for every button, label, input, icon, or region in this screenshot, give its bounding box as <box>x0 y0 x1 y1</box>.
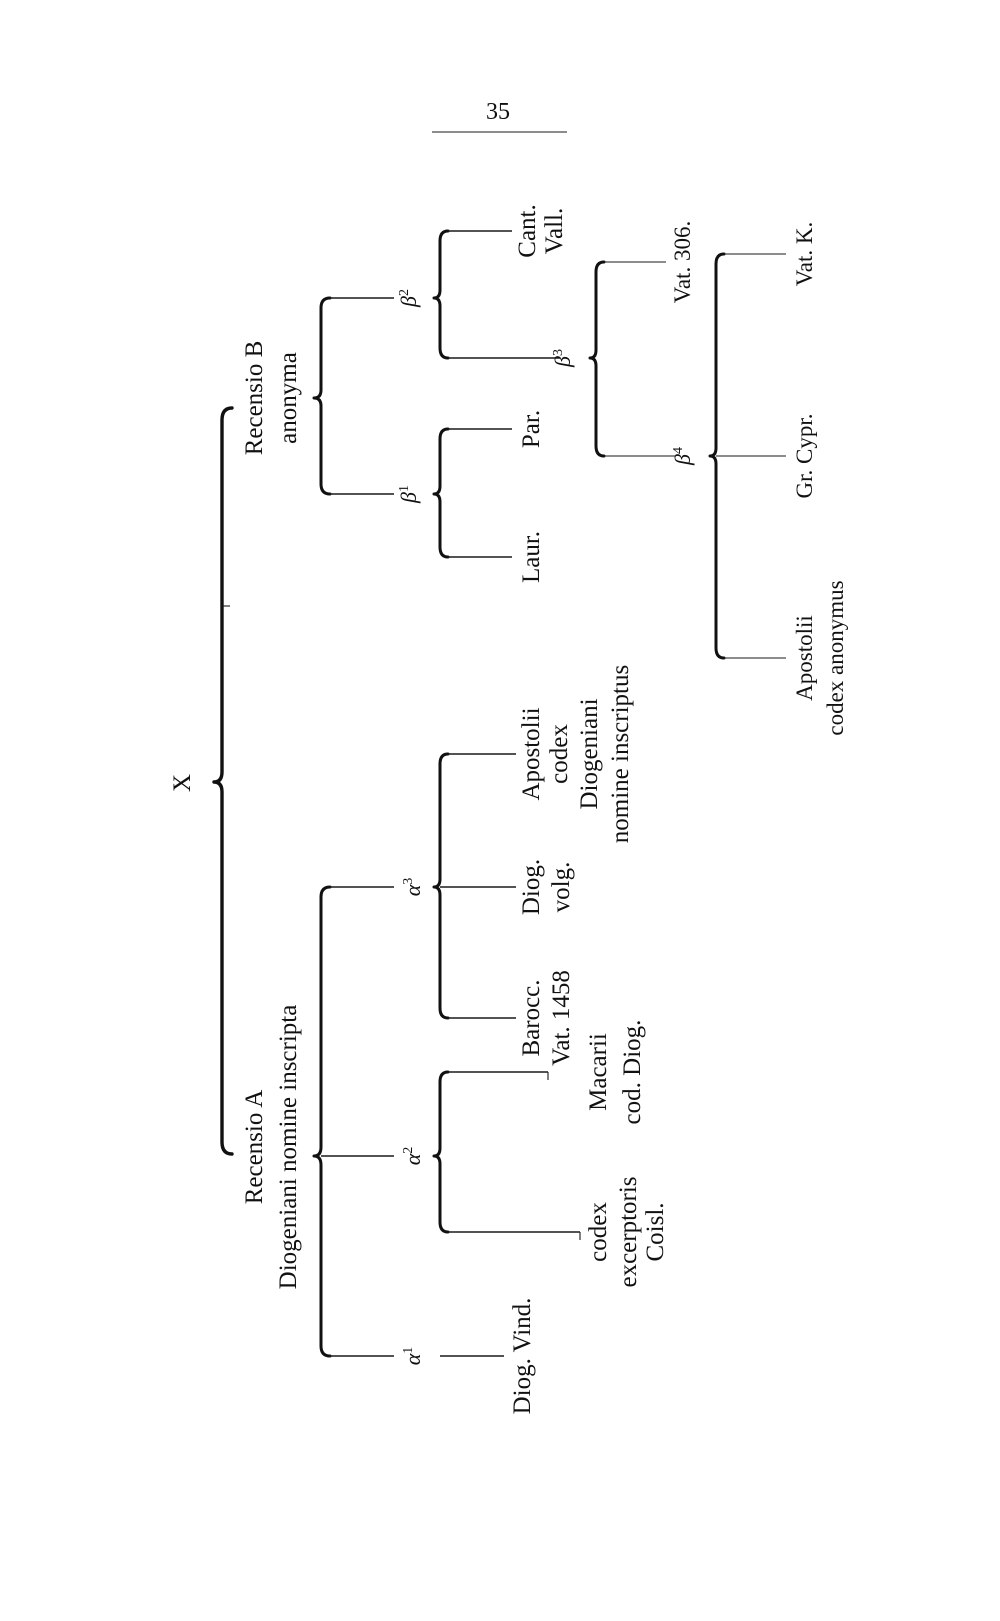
root-label: X <box>169 774 196 792</box>
witness-codex-excerptoris: codex excerptoris Coisl. <box>585 1176 669 1287</box>
beta3-brace <box>588 260 606 458</box>
witness-apostolii-diogeniani-line4: nomine inscriptus <box>607 665 634 843</box>
recensio-b-subtitle: anonyma <box>275 352 302 444</box>
witness-macarii-line2: cod. Diog. <box>619 1020 646 1125</box>
recensio-b-title: Recensio B <box>241 341 268 456</box>
witness-par: Par. <box>518 410 545 448</box>
witness-apostolii-diogeniani-line3: Diogeniani <box>576 698 603 809</box>
beta4-brace <box>708 252 726 660</box>
witness-apostolii-diogeniani-line1: Apostolii <box>518 707 545 800</box>
witness-diog-volg: Diog. volg. <box>518 859 575 915</box>
group-beta4-label: β4 <box>670 447 695 466</box>
witness-macarii: Macarii cod. Diog. <box>585 1020 646 1125</box>
witness-apostolii-diogeniani-line2: codex <box>546 724 573 784</box>
beta1-brace <box>432 427 450 559</box>
witness-cant-vall-line2: Vall. <box>541 208 568 255</box>
witness-vat-k: Vat. K. <box>792 222 817 287</box>
beta2-brace <box>432 229 450 360</box>
root-brace <box>212 406 234 1156</box>
group-beta1-label: β1 <box>396 485 421 504</box>
witness-codex-excerptoris-line1: codex <box>585 1202 612 1262</box>
witness-vat-306: Vat. 306. <box>670 221 695 303</box>
alpha3-brace <box>432 752 450 1020</box>
page-number: 35 <box>486 99 510 125</box>
witness-gr-cypr: Gr. Cypr. <box>792 414 817 499</box>
witness-cant-vall-line1: Cant. <box>514 204 541 257</box>
alpha2-brace <box>432 1070 450 1234</box>
witness-diog-vind: Diog. Vind. <box>509 1298 536 1415</box>
witness-cant-vall: Cant. Vall. <box>514 204 568 257</box>
witness-macarii-line1: Macarii <box>585 1033 612 1111</box>
witness-codex-excerptoris-line3: Coisl. <box>642 1202 669 1261</box>
witness-laur: Laur. <box>518 531 545 583</box>
group-alpha3-label: α3 <box>400 878 425 897</box>
recensio-a-title: Recensio A <box>241 1090 268 1205</box>
witness-apostolii-anonymus-line2: codex anonymus <box>823 580 848 735</box>
witness-diog-volg-line1: Diog. <box>518 859 545 915</box>
witness-apostolii-diogeniani: Apostolii codex Diogeniani nomine inscri… <box>518 665 634 843</box>
witness-barocc-line2: Vat. 1458 <box>548 970 575 1066</box>
group-beta2-label: β2 <box>396 289 421 308</box>
witness-codex-excerptoris-line2: excerptoris <box>615 1176 642 1287</box>
group-alpha1-label: α1 <box>400 1347 425 1366</box>
witness-diog-volg-line2: volg. <box>548 862 575 913</box>
group-beta3-label: β3 <box>550 349 575 368</box>
recensio-a-brace <box>312 885 332 1358</box>
group-alpha2-label: α2 <box>400 1147 425 1166</box>
witness-apostolii-anonymus-line1: Apostolii <box>792 615 817 701</box>
witness-barocc-line1: Barocc. <box>518 979 545 1056</box>
witness-apostolii-anonymus: Apostolii codex anonymus <box>792 580 848 735</box>
recensio-a-subtitle: Diogeniani nomine inscripta <box>275 1005 302 1290</box>
recensio-b-brace <box>312 296 332 496</box>
witness-barocc: Barocc. Vat. 1458 <box>518 970 575 1066</box>
